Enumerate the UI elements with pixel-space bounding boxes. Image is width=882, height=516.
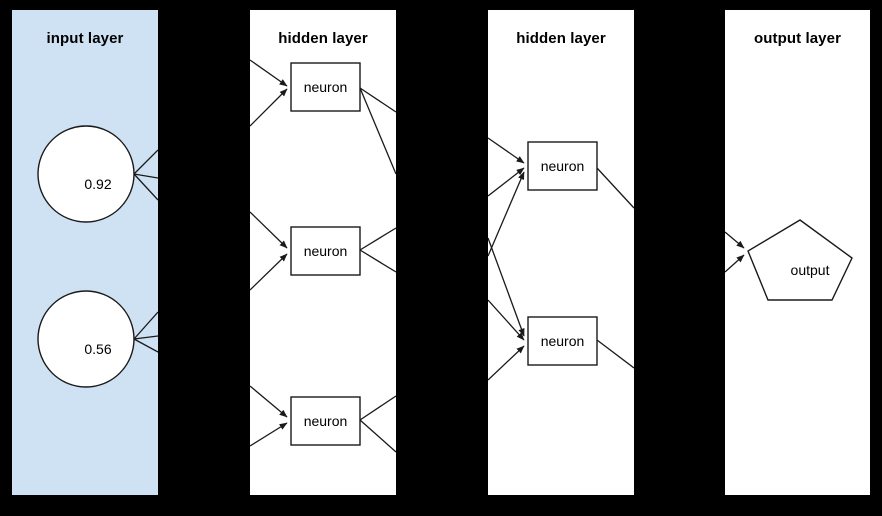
hidden1-node-1[interactable] [290, 62, 361, 112]
hidden1-node-3[interactable] [290, 396, 361, 446]
hidden1-node-1-label: neuron [303, 79, 348, 95]
input-node-1[interactable] [37, 125, 135, 223]
layer-panel-hidden-2: hidden layer [488, 10, 634, 495]
layer-title-hidden-1: hidden layer [278, 30, 368, 47]
hidden1-node-3-label: neuron [303, 413, 348, 429]
hidden2-node-1-label: neuron [540, 158, 585, 174]
input-node-1-label: 0.92 [84, 176, 112, 192]
hidden2-node-2-label: neuron [540, 333, 585, 349]
hidden-layer-1-wires [250, 59, 396, 453]
output-layer-wires [725, 219, 853, 301]
output-node-1[interactable] [747, 219, 853, 301]
layer-title-output: output layer [753, 30, 842, 47]
input-layer-wires [37, 125, 158, 388]
hidden1-node-2-label: neuron [303, 243, 348, 259]
output-node-1-label: output [790, 262, 830, 278]
hidden2-node-1[interactable] [527, 141, 598, 191]
layer-panel-input: input layer 0.92 0.56 [12, 10, 158, 495]
layer-panel-output: output layer output [725, 10, 870, 495]
hidden2-node-2[interactable] [527, 316, 598, 366]
layer-title-input: input layer [46, 30, 124, 47]
layer-panel-hidden-1: hidden layer [250, 10, 396, 495]
layer-title-hidden-2: hidden layer [516, 30, 606, 47]
hidden1-node-2[interactable] [290, 226, 361, 276]
hidden-layer-2-wires [488, 137, 634, 381]
input-node-2-label: 0.56 [84, 341, 112, 357]
input-node-2[interactable] [37, 290, 135, 388]
